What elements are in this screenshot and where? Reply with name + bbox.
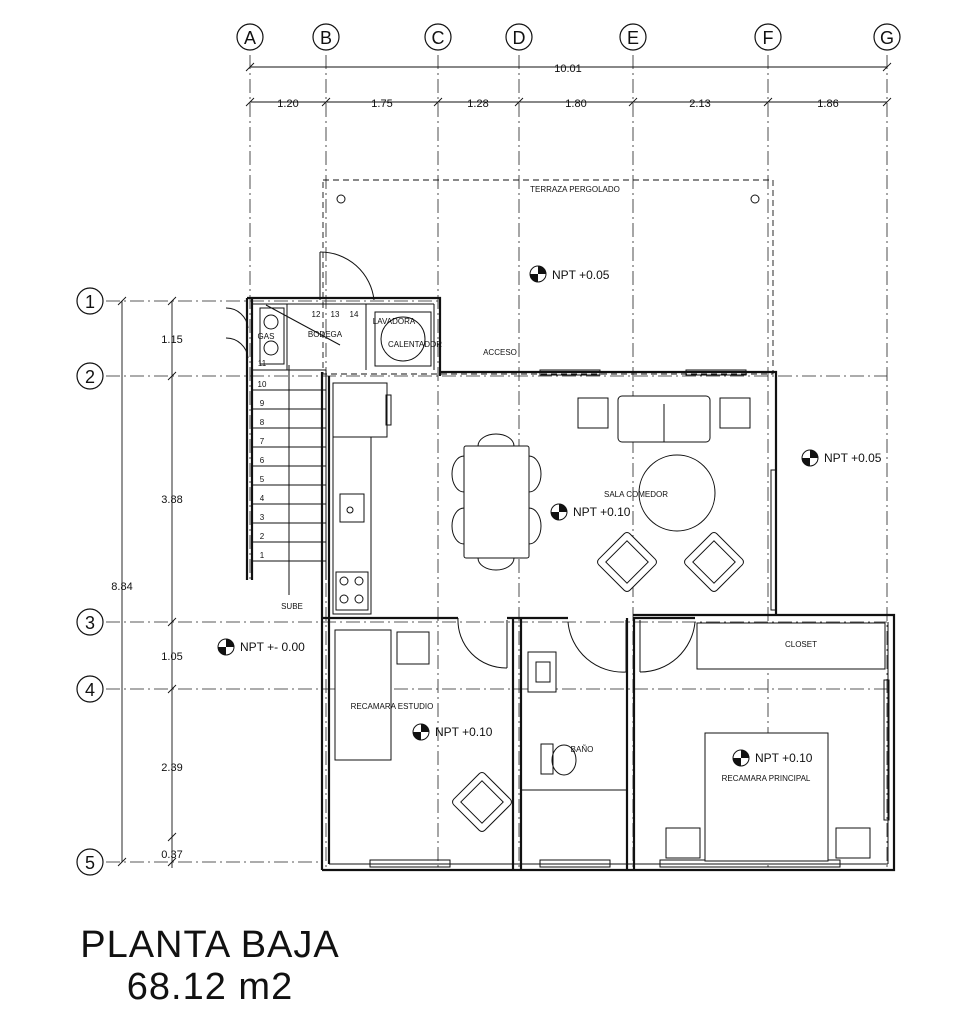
stair-step-3: 3 (260, 513, 265, 522)
level-marker-master: NPT +0.10 (732, 749, 813, 767)
svg-text:B: B (320, 28, 332, 48)
grid-bubble-g: G (873, 23, 901, 51)
svg-text:1: 1 (85, 292, 95, 312)
stairs: 1 2 3 4 5 6 7 8 9 10 11 12 13 14 SUBE (251, 304, 359, 611)
grid-bubble-5: 5 (76, 848, 104, 876)
dim-1-2: 1.15 (161, 334, 182, 346)
stair-step-2: 2 (260, 532, 265, 541)
svg-text:NPT +- 0.00: NPT +- 0.00 (240, 640, 305, 654)
room-label-closet: CLOSET (785, 640, 817, 649)
doors (225, 251, 696, 673)
stair-step-10: 10 (258, 380, 267, 389)
svg-text:NPT +0.10: NPT +0.10 (573, 505, 631, 519)
level-marker-exterior: NPT +- 0.00 (217, 638, 305, 656)
drawing-area: 68.12 m2 (126, 966, 294, 1008)
svg-text:NPT +0.10: NPT +0.10 (755, 751, 813, 765)
dim-overall-width: 10.01 (554, 63, 582, 75)
svg-text:3: 3 (85, 613, 95, 633)
dim-3-4: 1.05 (161, 651, 182, 663)
kitchen (332, 382, 392, 615)
stair-step-1: 1 (260, 551, 265, 560)
bathroom: BAÑO (527, 651, 594, 776)
level-marker-side: NPT +0.05 (801, 449, 882, 467)
level-marker-study: NPT +0.10 (412, 723, 493, 741)
svg-text:NPT +0.05: NPT +0.05 (552, 268, 610, 282)
svg-text:NPT +0.05: NPT +0.05 (824, 451, 882, 465)
svg-text:G: G (880, 28, 894, 48)
room-label-bathroom: BAÑO (571, 745, 594, 754)
svg-text:5: 5 (85, 853, 95, 873)
grid-bubble-f: F (754, 23, 782, 51)
dim-b-c: 1.75 (371, 98, 392, 110)
stair-step-13: 13 (331, 310, 340, 319)
stair-step-7: 7 (260, 437, 265, 446)
svg-text:C: C (432, 28, 445, 48)
stair-step-8: 8 (260, 418, 265, 427)
svg-text:E: E (627, 28, 639, 48)
grid-bubble-a: A (236, 23, 264, 51)
grid-bubble-1: 1 (76, 287, 104, 315)
room-label-terrace: TERRAZA PERGOLADO (530, 185, 620, 194)
master-bedroom: CLOSET RECAMARA PRINCIPAL (665, 622, 886, 862)
grid-bubble-c: C (424, 23, 452, 51)
grid-bubble-3: 3 (76, 608, 104, 636)
svg-text:4: 4 (85, 680, 95, 700)
dining-set (451, 433, 542, 571)
vertical-dimensions: 8.84 1.15 3.88 1.05 2.39 0.37 (111, 296, 183, 868)
drawing-title: PLANTA BAJA (80, 924, 340, 966)
dim-e-f: 2.13 (689, 98, 710, 110)
dim-5-end: 0.37 (161, 849, 182, 861)
stair-step-6: 6 (260, 456, 265, 465)
row-bubbles: 1 2 3 4 5 (76, 287, 104, 876)
access-label: ACCESO (483, 348, 517, 357)
stair-step-14: 14 (350, 310, 359, 319)
column-bubbles: A B C D E F G (236, 23, 901, 51)
stair-step-12: 12 (312, 310, 321, 319)
storage-label: BODEGA (308, 330, 343, 339)
svg-text:F: F (763, 28, 774, 48)
level-marker-terrace: NPT +0.05 (529, 265, 610, 283)
svg-text:2: 2 (85, 367, 95, 387)
study-bedroom: RECAMARA ESTUDIO (334, 629, 512, 832)
stair-step-5: 5 (260, 475, 265, 484)
heater-label: CALENTADOR (388, 340, 442, 349)
living-set: SALA COMEDOR (577, 395, 751, 592)
dim-a-b: 1.20 (277, 98, 298, 110)
stair-step-9: 9 (260, 399, 265, 408)
room-label-study: RECAMARA ESTUDIO (351, 702, 434, 711)
dim-c-d: 1.28 (467, 98, 488, 110)
dim-4-5: 2.39 (161, 762, 182, 774)
dim-f-g: 1.86 (817, 98, 838, 110)
grid-bubble-b: B (312, 23, 340, 51)
stairs-up-label: SUBE (281, 602, 303, 611)
svg-text:A: A (244, 28, 256, 48)
dim-2-3: 3.88 (161, 494, 182, 506)
grid-bubble-4: 4 (76, 675, 104, 703)
washer-label: LAVADORA (373, 317, 416, 326)
room-label-living: SALA COMEDOR (604, 490, 668, 499)
grid-bubble-e: E (619, 23, 647, 51)
service-area: GAS BODEGA LAVADORA CALENTADOR ACCESO (258, 307, 517, 367)
svg-text:NPT +0.10: NPT +0.10 (435, 725, 493, 739)
terrace-pergola: TERRAZA PERGOLADO (322, 179, 774, 375)
room-label-master: RECAMARA PRINCIPAL (722, 774, 811, 783)
horizontal-dimensions: 10.01 1.20 1.75 1.28 1.80 2.13 1.86 (245, 62, 892, 110)
level-marker-living: NPT +0.10 (550, 503, 631, 521)
dim-overall-depth: 8.84 (111, 581, 132, 593)
gas-label: GAS (258, 332, 275, 341)
svg-text:D: D (513, 28, 526, 48)
stair-step-4: 4 (260, 494, 265, 503)
grid-bubble-d: D (505, 23, 533, 51)
dim-d-e: 1.80 (565, 98, 586, 110)
grid-bubble-2: 2 (76, 362, 104, 390)
